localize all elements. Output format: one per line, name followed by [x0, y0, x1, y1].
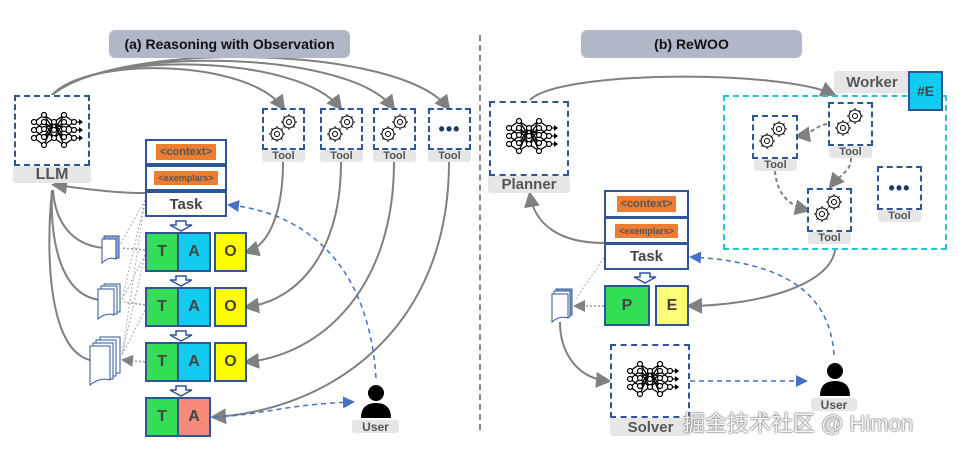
panel-a-title: (a) Reasoning with Observation: [109, 30, 350, 58]
tool-box: [752, 115, 798, 159]
tool-label: Tool: [320, 150, 363, 162]
user-label: User: [811, 398, 857, 412]
document-stack-icon: [551, 288, 573, 324]
gears-icon: [379, 113, 409, 143]
watermark: 掘金技术社区 @ Himon: [683, 411, 914, 436]
thought-cell: T: [145, 397, 179, 437]
tool-box-more: •••: [877, 166, 922, 210]
action-cell: A: [177, 287, 211, 327]
neural-network-icon: [30, 111, 84, 149]
worker-panel: [723, 95, 947, 250]
tool-box-more: •••: [428, 108, 471, 150]
gears-icon: [758, 120, 788, 150]
arrow-llm-tool3: [51, 59, 396, 112]
document-stack-icon: [97, 283, 121, 321]
tool-label: Tool: [754, 159, 797, 171]
panel-divider: [479, 35, 481, 430]
arrow-user-task: [227, 200, 377, 379]
evidence-cell: E: [655, 285, 689, 326]
observation-cell: O: [214, 232, 247, 272]
evidence-badge: #E: [908, 71, 943, 111]
arrow-a-user: [213, 396, 355, 418]
tool-box: [373, 108, 416, 150]
observation-cell: O: [214, 342, 247, 382]
neural-network-icon: [626, 360, 680, 398]
gears-icon: [326, 113, 356, 143]
solver-box: [610, 344, 690, 418]
arrow-planner-worker: [529, 75, 837, 101]
panel-b-title: (b) ReWOO: [581, 30, 802, 58]
final-action-cell: A: [177, 397, 211, 437]
tool-label: Tool: [808, 232, 851, 244]
arrow-tool3-o3: [243, 161, 395, 369]
solver-label: Solver: [610, 418, 691, 436]
arrow-tool4-a: [210, 161, 450, 425]
user-icon: [361, 385, 391, 418]
thought-cell: T: [145, 342, 179, 382]
gears-icon: [268, 113, 298, 143]
arrow-docs-solver: [559, 321, 612, 388]
worker-label: Worker: [834, 71, 910, 93]
llm-label: LLM: [13, 166, 91, 183]
exemplars-slot: <exemplars>: [604, 217, 689, 244]
planner-label: Planner: [488, 176, 570, 193]
observation-cell: O: [214, 287, 247, 327]
tool-label: Tool: [428, 150, 471, 162]
document-stack-icon: [89, 336, 121, 386]
arrow-tool2-o2: [243, 161, 342, 314]
llm-box: [14, 95, 90, 166]
action-cell: A: [177, 232, 211, 272]
gears-icon: [834, 107, 864, 137]
task-slot: Task: [604, 243, 689, 270]
tool-box: [320, 108, 363, 150]
tool-label: Tool: [829, 146, 872, 158]
arrow-task-llm: [51, 178, 146, 195]
tool-label: Tool: [373, 150, 416, 162]
user-icon: [820, 363, 850, 396]
exemplars-slot: <exemplars>: [145, 165, 227, 191]
ellipsis-icon: •••: [888, 177, 911, 198]
document-stack-icon: [101, 235, 120, 265]
context-slot: <context>: [604, 190, 689, 218]
user-label: User: [352, 420, 399, 434]
thought-cell: T: [145, 287, 179, 327]
arrow-worker-e: [686, 249, 836, 314]
thought-cell: T: [145, 232, 179, 272]
action-cell: A: [177, 342, 211, 382]
planner-box: [489, 101, 569, 176]
arrow-llm-tool4: [51, 56, 451, 112]
context-slot: <context>: [145, 139, 227, 165]
arrow-user-task-b: [689, 251, 835, 356]
tool-box: [828, 102, 873, 146]
arrow-tool1-o1: [243, 161, 284, 257]
tool-label: Tool: [262, 150, 305, 162]
arrow-task-planner: [524, 191, 605, 244]
ellipsis-icon: •••: [438, 118, 461, 139]
tool-box: [262, 108, 305, 150]
plan-cell: P: [604, 285, 650, 326]
gears-icon: [813, 193, 843, 223]
neural-network-icon: [505, 117, 559, 155]
task-slot: Task: [145, 191, 227, 217]
tool-label: Tool: [878, 210, 921, 222]
tool-box: [807, 188, 852, 232]
